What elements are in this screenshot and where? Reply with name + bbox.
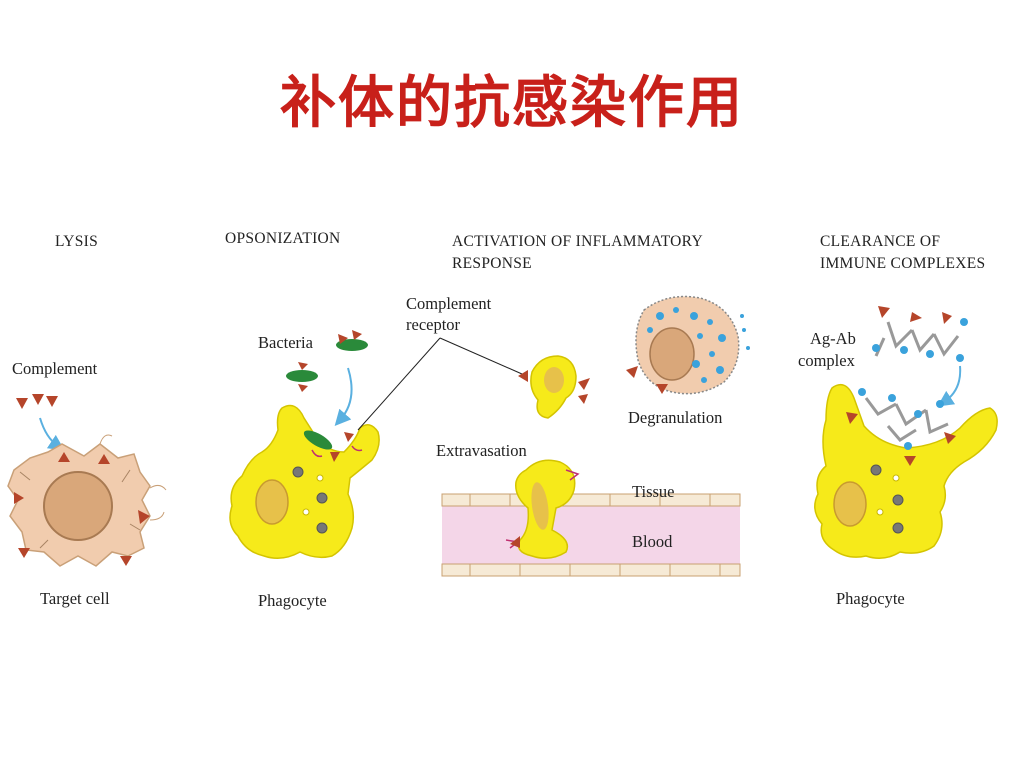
opsonization-arrow	[334, 367, 353, 426]
tissue-label: Tissue	[632, 482, 675, 501]
clearance-heading-line1: CLEARANCE OF	[820, 233, 940, 250]
target-cell-label: Target cell	[40, 589, 110, 608]
lysis-arrow	[39, 417, 65, 451]
bacteria-label: Bacteria	[258, 333, 314, 352]
page-title: 补体的抗感染作用	[280, 71, 744, 136]
small-phagocyte	[518, 355, 590, 419]
complement-receptor-label-line2: receptor	[406, 315, 461, 334]
complement-proteins	[16, 394, 58, 409]
clearance-arrow	[937, 365, 962, 407]
blood-label: Blood	[632, 532, 673, 551]
ingested-antigens	[858, 388, 944, 450]
ag-ab-label-line2: complex	[798, 351, 856, 370]
complement-on-target	[14, 452, 150, 566]
phagocyte-label-opsonization: Phagocyte	[258, 591, 327, 610]
bacteria	[286, 330, 368, 392]
phagocyte-label-clearance: Phagocyte	[836, 589, 905, 608]
extravasation-label: Extravasation	[436, 441, 527, 460]
complement-receptor-label-line1: Complement	[406, 294, 492, 313]
clearance-heading-line2: IMMUNE COMPLEXES	[820, 255, 985, 272]
ingested-complex	[864, 397, 949, 442]
antigens	[872, 318, 968, 362]
phagocyte-clearance	[814, 383, 998, 559]
receptor-pointer-lines	[357, 337, 523, 431]
complement-on-ingested	[846, 412, 956, 466]
activation-heading-line1: ACTIVATION OF INFLAMMATORY	[452, 233, 703, 250]
immune-complex	[874, 321, 960, 357]
complement-on-complex	[878, 306, 952, 324]
extravasating-phagocyte	[505, 459, 580, 559]
target-cell	[7, 434, 167, 567]
mast-cell	[626, 295, 750, 395]
lysis-heading: LYSIS	[55, 233, 98, 250]
activation-heading-line2: RESPONSE	[452, 255, 532, 272]
complement-label: Complement	[12, 359, 98, 378]
degranulation-label: Degranulation	[628, 408, 722, 427]
blood-vessel	[441, 493, 741, 577]
phagocyte-opsonization	[229, 404, 380, 559]
ag-ab-label-line1: Ag-Ab	[810, 329, 856, 348]
opsonization-heading: OPSONIZATION	[225, 230, 341, 247]
